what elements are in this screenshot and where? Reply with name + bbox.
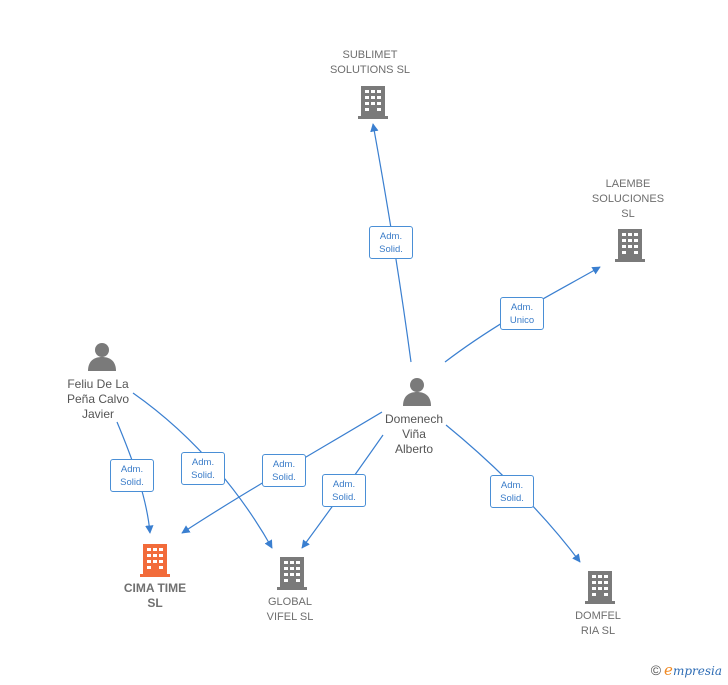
edge-type: Solid. (332, 492, 356, 503)
edge-type: Solid. (191, 470, 215, 481)
edge-type: Solid. (120, 477, 144, 488)
edge-type: Solid. (272, 472, 296, 483)
edge-label-feliu-cima[interactable]: Adm. Solid. (110, 459, 154, 492)
edge-type: Unico (509, 315, 535, 326)
edge-type: Solid. (500, 493, 524, 504)
company-label-domfel-ria[interactable]: DOMFEL RIA SL (575, 610, 621, 637)
edge-type: Solid. (379, 244, 403, 255)
edge-role: Adm. (500, 480, 524, 491)
edge-role: Adm. (510, 302, 534, 313)
edge-role: Adm. (272, 459, 296, 470)
company-label-laembe[interactable]: LAEMBE SOLUCIONES SL (591, 178, 665, 220)
person-label-domenech[interactable]: Domenech Viña Alberto (384, 412, 444, 456)
edge-role: Adm. (332, 479, 356, 490)
person-icon[interactable] (87, 341, 117, 371)
company-label-global-vifel[interactable]: GLOBAL VIFEL SL (266, 596, 314, 623)
building-icon[interactable] (358, 85, 388, 119)
edge-role: Adm. (120, 464, 144, 475)
edge-label-domenech-domfel[interactable]: Adm. Solid. (490, 475, 534, 508)
edge-label-domenech-sublimet[interactable]: Adm. Solid. (369, 226, 413, 259)
company-label-sublimet[interactable]: SUBLIMET SOLUTIONS SL (329, 49, 411, 76)
building-icon[interactable] (615, 228, 645, 262)
person-label-feliu[interactable]: Feliu De La Peña Calvo Javier (66, 377, 130, 421)
edge-role: Adm. (191, 457, 215, 468)
brand-initial: e (664, 661, 673, 679)
brand-name: mpresia (672, 664, 722, 678)
edge-label-domenech-laembe[interactable]: Adm. Unico (500, 297, 544, 330)
edge-role: Adm. (379, 231, 403, 242)
building-icon[interactable] (277, 556, 307, 590)
edge-label-domenech-global[interactable]: Adm. Solid. (322, 474, 366, 507)
edge-label-domenech-cima[interactable]: Adm. Solid. (262, 454, 306, 487)
company-label-cima-time[interactable]: CIMA TIME SL (123, 581, 187, 610)
building-icon[interactable] (140, 543, 170, 577)
copyright-symbol: © (650, 662, 662, 678)
edge-label-feliu-global[interactable]: Adm. Solid. (181, 452, 225, 485)
person-icon[interactable] (402, 376, 432, 406)
building-icon[interactable] (585, 570, 615, 604)
brand-watermark: ©empresia (651, 661, 722, 679)
